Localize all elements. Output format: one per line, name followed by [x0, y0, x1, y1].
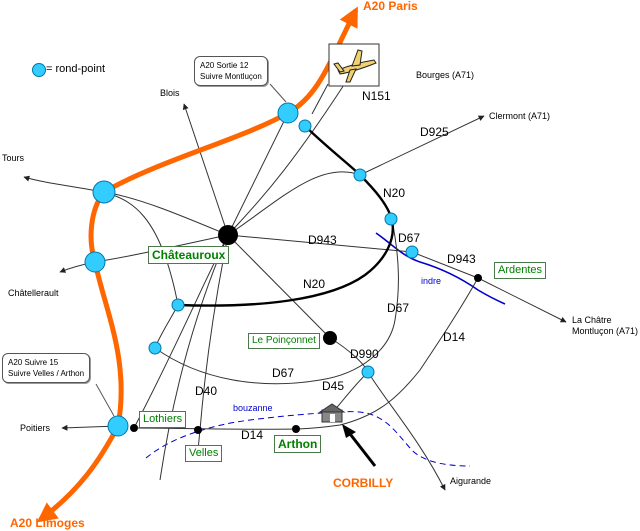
road-label-d40: D40 [195, 384, 218, 398]
callout-south-line-2: Suivre Velles / Arthon [8, 369, 85, 378]
roundabout-n151 [298, 119, 312, 133]
road-chateauroux-a20 [227, 112, 289, 236]
road-label-d943-east: D943 [447, 252, 476, 266]
roundabout-d67-west [148, 341, 162, 355]
road-a20-ring-west [103, 191, 179, 349]
river-label-indre: indre [421, 276, 442, 286]
corbilly-arrow [345, 429, 377, 467]
dest-la-chatre: La Châtre [572, 315, 612, 325]
road-label-d45: D45 [322, 379, 345, 393]
chateauroux-dot [218, 225, 238, 245]
road-blois [182, 103, 229, 236]
airplane-icon [328, 43, 380, 87]
road-tours [23, 175, 229, 236]
town-ardentes: Ardentes [494, 262, 547, 279]
road-label-d67-mid: D67 [387, 301, 410, 315]
road-label-d925: D925 [420, 125, 449, 139]
dest-blois: Blois [160, 88, 180, 98]
town-lothiers: Lothiers [139, 411, 187, 428]
town-le-poinconnet: Le Poinçonnet [248, 333, 320, 349]
road-label-n20-south: N20 [303, 277, 326, 291]
dest-montlucon: Montluçon (A71) [572, 326, 639, 336]
legend-label: = rond-point [46, 63, 106, 75]
roundabout-d990 [361, 365, 375, 379]
a20-limoges-label: A20 Limoges [10, 516, 85, 530]
road-label-d943-west: D943 [308, 233, 337, 247]
roundabout-a20-south [107, 415, 129, 437]
callout-north-line-2: Suivre Montluçon [200, 72, 262, 81]
roundabout-n20-south [171, 298, 185, 312]
dest-aigurande: Aigurande [450, 476, 492, 486]
town-chateauroux: Châteauroux [148, 246, 230, 264]
road-d990 [329, 337, 446, 491]
lothiers-dot [130, 424, 138, 432]
road-d67-east [227, 171, 361, 236]
legend-roundabout-icon [32, 63, 46, 77]
house-icon [318, 403, 346, 423]
town-corbilly: CORBILLY [333, 476, 394, 490]
road-label-d990: D990 [350, 347, 379, 361]
dest-chatellerault: Châtellerault [8, 288, 59, 298]
a20-paris-label: A20 Paris [363, 0, 418, 13]
velles-dot [194, 426, 202, 434]
road-label-d14-south: D14 [241, 428, 264, 442]
indre-river [375, 232, 506, 305]
callout-north-pointer [269, 83, 287, 103]
road-d925 [359, 115, 485, 176]
roundabout-d943 [405, 245, 419, 259]
ardentes-dot [474, 274, 482, 282]
road-label-d67-east: D67 [398, 231, 421, 245]
dest-poitiers: Poitiers [20, 423, 51, 433]
road-label-d14-east: D14 [443, 330, 466, 344]
river-label-bouzanne: bouzanne [233, 403, 273, 413]
road-label-n20-north: N20 [383, 186, 406, 200]
callout-north-line-1: A20 Sortie 12 [200, 61, 249, 70]
town-velles: Velles [185, 445, 223, 462]
corbilly-arrowhead [342, 424, 356, 438]
dest-clermont: Clermont (A71) [489, 111, 551, 121]
town-arthon: Arthon [274, 435, 322, 453]
callout-south-pointer [95, 383, 115, 417]
callout-a20-exit-12: A20 Sortie 12 Suivre Montluçon [194, 56, 268, 86]
roundabout-d925 [353, 168, 367, 182]
airplane-pointer [311, 83, 329, 115]
roundabout-a20-tours [92, 180, 116, 204]
road-d14-south [133, 427, 297, 430]
callout-south-line-1: A20 Suivre 15 [8, 358, 59, 367]
roundabout-a20-north [277, 102, 299, 124]
road-label-n151: N151 [362, 89, 391, 103]
roundabout-a20-chatellerault [84, 251, 106, 273]
le-poinconnet-dot [323, 331, 337, 345]
dest-tours: Tours [2, 153, 25, 163]
roundabout-n20-d67 [384, 212, 398, 226]
arthon-dot [292, 425, 300, 433]
road-label-d67-south: D67 [272, 366, 295, 380]
road-d40 [197, 234, 229, 451]
callout-a20-exit-15: A20 Suivre 15 Suivre Velles / Arthon [2, 353, 91, 383]
dest-bourges: Bourges (A71) [416, 70, 475, 80]
